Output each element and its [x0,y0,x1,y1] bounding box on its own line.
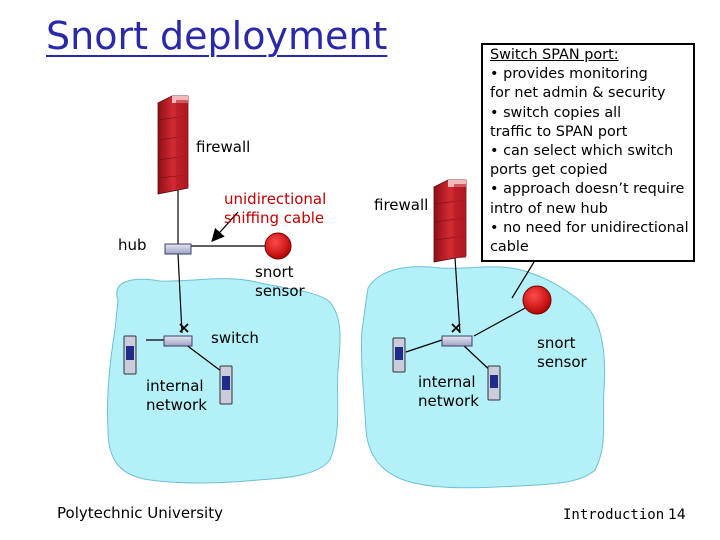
snort-sensor-left-label-line1: snort [255,263,294,281]
host-right-2-icon [487,365,501,401]
snort-sensor-right-label-line2: sensor [537,353,587,371]
internal-network-left-label-line2: network [146,396,207,414]
callout-line: • provides monitoring [490,66,648,83]
hub-label: hub [118,236,147,254]
switch-left-icon [163,335,193,347]
callout-line: for net admin & security [490,85,666,102]
hub-icon [164,243,192,255]
internal-network-left-label-line1: internal [146,377,204,395]
footer-institution: Polytechnic University [57,504,223,522]
firewall-right-label: firewall [374,196,429,214]
span-port-callout: Switch SPAN port: • provides monitoring … [481,43,695,262]
firewall-left-icon [157,95,189,195]
cable-label-line2: sniffing cable [224,209,325,227]
firewall-right-icon [433,179,467,263]
callout-line: traffic to SPAN port [490,123,628,140]
switch-right-icon [441,335,473,347]
host-left-2-icon [219,365,233,405]
host-left-1-icon [123,335,137,375]
firewall-left-label: firewall [196,138,251,156]
snort-sensor-right-label-line1: snort [537,334,576,352]
internal-network-right-label-line2: network [418,392,479,410]
callout-line: • switch copies all [490,104,622,121]
switch-label: switch [211,329,259,347]
callout-heading: Switch SPAN port: [490,47,619,63]
snort-sensor-left-icon [264,232,292,260]
callout-line: intro of new hub [490,200,608,217]
callout-line: • approach doesn’t require [490,181,685,198]
page-title: Snort deployment [46,14,388,58]
callout-line: cable [490,239,529,256]
snort-sensor-right-icon [522,285,552,315]
callout-line: ports get copied [490,162,608,179]
callout-line: • no need for unidirectional [490,219,689,236]
cable-label-line1: unidirectional [224,190,327,208]
footer-page-number: 14 [668,507,686,523]
host-right-1-icon [392,337,406,373]
callout-line: • can select which switch [490,143,674,160]
internal-network-right-label-line1: internal [418,373,476,391]
footer-section: Introduction [563,507,665,523]
internal-network-cloud-right [360,266,606,489]
snort-sensor-left-label-line2: sensor [255,282,305,300]
